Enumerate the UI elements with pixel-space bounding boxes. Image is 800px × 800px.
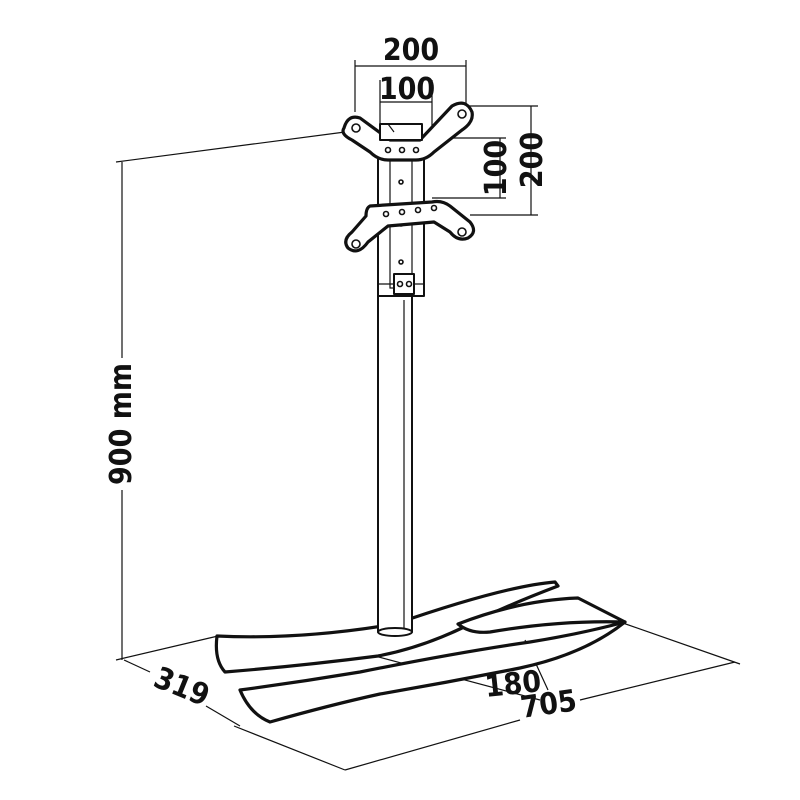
label-vesa-200-vertical: 200 xyxy=(515,132,550,188)
label-base-gap-180: 180 xyxy=(483,664,543,705)
label-base-depth-319: 319 xyxy=(149,660,214,714)
depth-extension xyxy=(233,725,346,771)
upper-plate-hole-2 xyxy=(398,146,406,154)
depth-dim-line-top xyxy=(123,659,151,673)
lower-arm-hole-left xyxy=(351,239,361,249)
column-tube xyxy=(377,295,413,633)
clamp-bolt-left xyxy=(396,280,404,288)
width-ext-right xyxy=(619,621,741,665)
upper-plate-hole-1 xyxy=(384,146,392,154)
base-foot-back-right xyxy=(456,596,627,634)
label-vesa-200-horizontal: 200 xyxy=(383,33,439,68)
stand-column xyxy=(377,295,413,637)
rail-hole-3 xyxy=(398,259,404,265)
upper-cap-detail xyxy=(387,123,395,133)
label-height-900mm: 900 mm xyxy=(104,363,139,485)
lower-plate-hole-1 xyxy=(382,210,390,218)
column-foot-ring xyxy=(377,627,413,637)
height-extension-top xyxy=(115,131,346,163)
upper-arm-hole-left xyxy=(351,123,361,133)
rail-hole-1 xyxy=(398,179,404,185)
width-dim-line-right xyxy=(579,661,736,701)
label-base-width-705: 705 xyxy=(518,683,579,726)
clamp-bolt-right xyxy=(405,280,413,288)
lower-plate-hole-4 xyxy=(430,204,438,212)
lower-arm-hole-right xyxy=(457,227,467,237)
label-vesa-100-horizontal: 100 xyxy=(379,72,435,107)
height-extension-bottom xyxy=(115,635,219,661)
bracket-clamp xyxy=(393,273,415,295)
lower-plate-hole-3 xyxy=(414,206,422,214)
vesa-bracket xyxy=(341,101,476,297)
width-dim-line-left xyxy=(344,719,521,771)
label-vesa-100-vertical: 100 xyxy=(479,140,514,196)
upper-bracket-cap xyxy=(379,123,423,141)
dimension-labels: 200 100 100 200 900 mm 319 180 705 xyxy=(104,33,579,726)
upper-arm-hole-right xyxy=(457,109,467,119)
lower-plate-hole-2 xyxy=(398,208,406,216)
upper-plate-hole-3 xyxy=(412,146,420,154)
base-foot-front xyxy=(238,620,627,724)
lower-mount-arm xyxy=(344,199,476,253)
depth-dim-line-bottom xyxy=(205,705,241,727)
